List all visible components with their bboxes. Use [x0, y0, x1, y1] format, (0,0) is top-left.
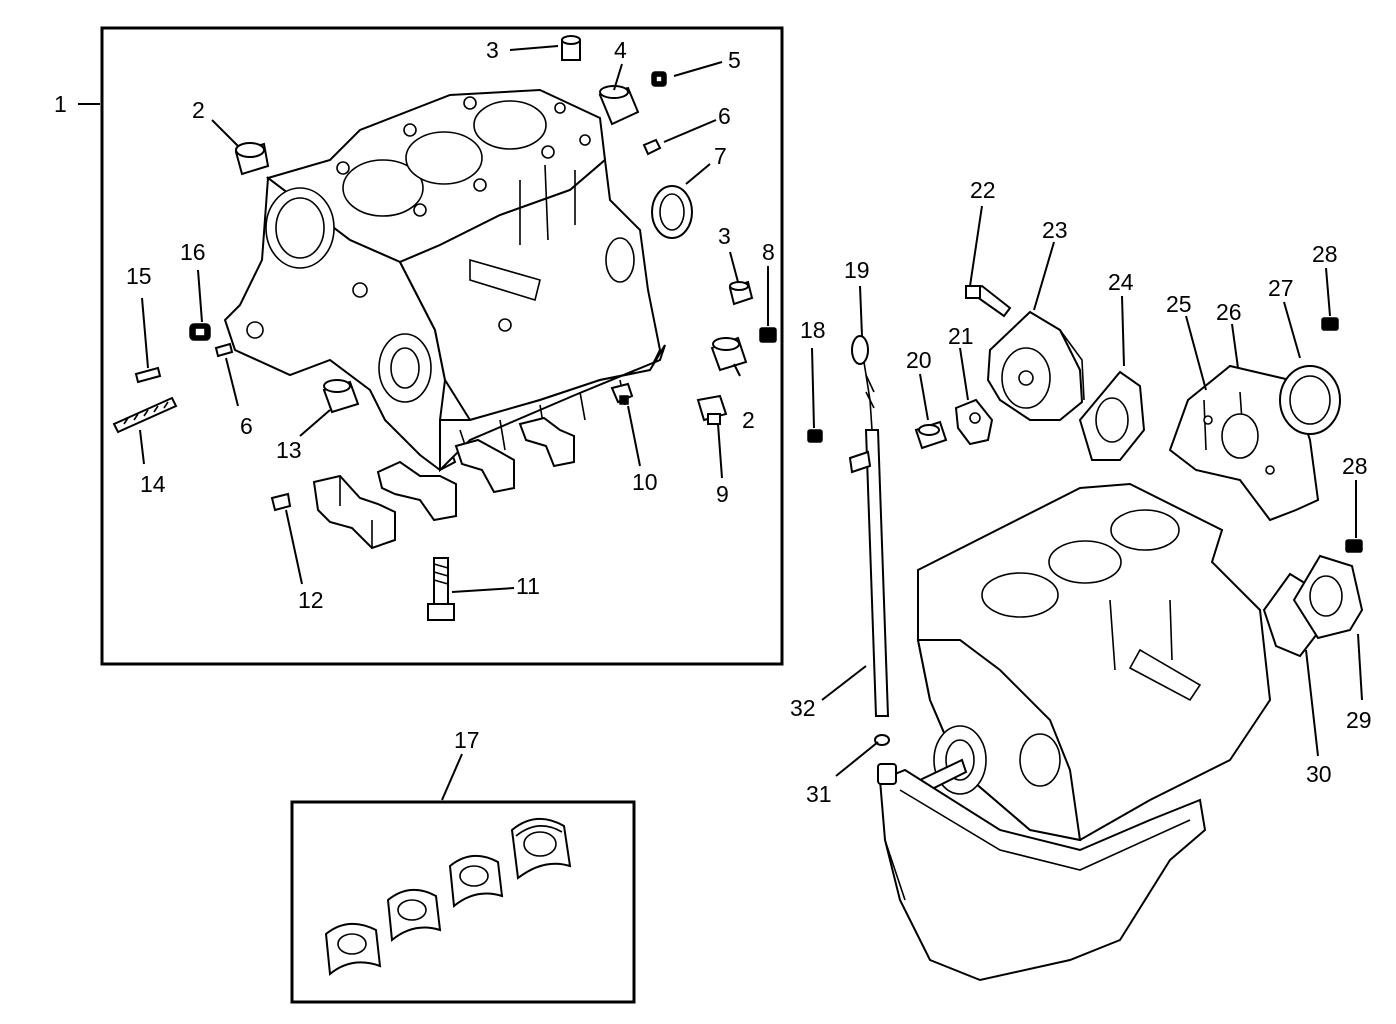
rear-oil-seal — [1279, 365, 1341, 435]
callout-18: 18 — [800, 317, 826, 343]
callout-15: 15 — [126, 263, 152, 289]
callout-3-lower: 3 — [718, 223, 731, 249]
dowel-pin-left — [214, 342, 234, 358]
oil-pressure-plug — [696, 394, 728, 425]
straight-pin — [134, 366, 162, 384]
callout-21: 21 — [948, 323, 974, 349]
main-bearing-set — [324, 818, 572, 976]
callout-1: 1 — [54, 91, 67, 117]
callout-23: 23 — [1042, 217, 1068, 243]
callout-28-upper: 28 — [1312, 241, 1338, 267]
callout-22: 22 — [970, 177, 996, 203]
callout-31: 31 — [806, 781, 832, 807]
callout-20: 20 — [906, 347, 932, 373]
pipe-plug — [651, 71, 667, 87]
callout-27: 27 — [1268, 275, 1294, 301]
drain-plug — [610, 382, 634, 405]
oil-dipstick — [851, 335, 875, 431]
screw-plug — [189, 323, 211, 341]
main-bearing-caps — [312, 416, 575, 550]
callout-13: 13 — [276, 437, 302, 463]
callout-4: 4 — [614, 37, 627, 63]
callout-5: 5 — [728, 47, 741, 73]
leader-lines — [78, 45, 1363, 801]
callout-2-upper: 2 — [192, 97, 205, 123]
cup-plug — [598, 85, 640, 126]
guide-tube-o-ring — [874, 734, 890, 746]
flange-bolt — [914, 420, 948, 450]
cylinder-block — [223, 88, 666, 473]
main-bearing-bolt — [427, 557, 455, 621]
callout-29: 29 — [1346, 707, 1372, 733]
expansion-plug-upper — [234, 142, 270, 176]
callout-3-top: 3 — [486, 37, 499, 63]
front-case-housing — [986, 310, 1085, 421]
callout-6-left: 6 — [240, 413, 253, 439]
side-cover-plate — [1292, 554, 1364, 640]
plug-small — [759, 327, 777, 343]
callout-25: 25 — [1166, 291, 1192, 317]
callout-26: 26 — [1216, 299, 1242, 325]
expansion-plug-lower — [710, 336, 748, 372]
threaded-stud — [112, 396, 178, 434]
bearing-seal — [651, 185, 693, 239]
dipstick-guide-tube — [848, 429, 890, 717]
dowel-sleeve-lower — [728, 280, 754, 306]
callout-labels: 1 2 3 4 5 6 7 3 8 2 10 9 11 12 13 14 15 … — [54, 37, 1372, 807]
callout-6-right: 6 — [718, 103, 731, 129]
callout-12: 12 — [298, 587, 324, 613]
callout-10: 10 — [632, 469, 658, 495]
camshaft-bushing — [322, 379, 360, 414]
callout-24: 24 — [1108, 269, 1134, 295]
callout-28-lower: 28 — [1342, 453, 1368, 479]
dowel-pin-right — [642, 138, 662, 156]
housing-bolt — [965, 284, 1012, 318]
seal-case-bolt-upper — [1321, 317, 1339, 331]
callout-9: 9 — [716, 481, 729, 507]
callout-2-lower: 2 — [742, 407, 755, 433]
bearing-set-group-frame — [290, 800, 636, 1004]
callout-8: 8 — [762, 239, 775, 265]
cylinder-block-group-frame — [100, 26, 784, 666]
guide-tube-bolt — [807, 429, 823, 443]
engine-assembly — [877, 482, 1272, 982]
callout-16: 16 — [180, 239, 206, 265]
callout-19: 19 — [844, 257, 870, 283]
callout-17: 17 — [454, 727, 480, 753]
callout-32: 32 — [790, 695, 816, 721]
small-bushing — [270, 492, 292, 512]
seal-case-bolt-lower — [1345, 539, 1363, 553]
dowel-sleeve-top — [561, 35, 581, 61]
callout-14: 14 — [140, 471, 166, 497]
housing-gasket — [1078, 370, 1146, 461]
callout-11: 11 — [516, 573, 540, 599]
mounting-bracket — [954, 398, 994, 446]
callout-30: 30 — [1306, 761, 1332, 787]
callout-7: 7 — [714, 143, 727, 169]
